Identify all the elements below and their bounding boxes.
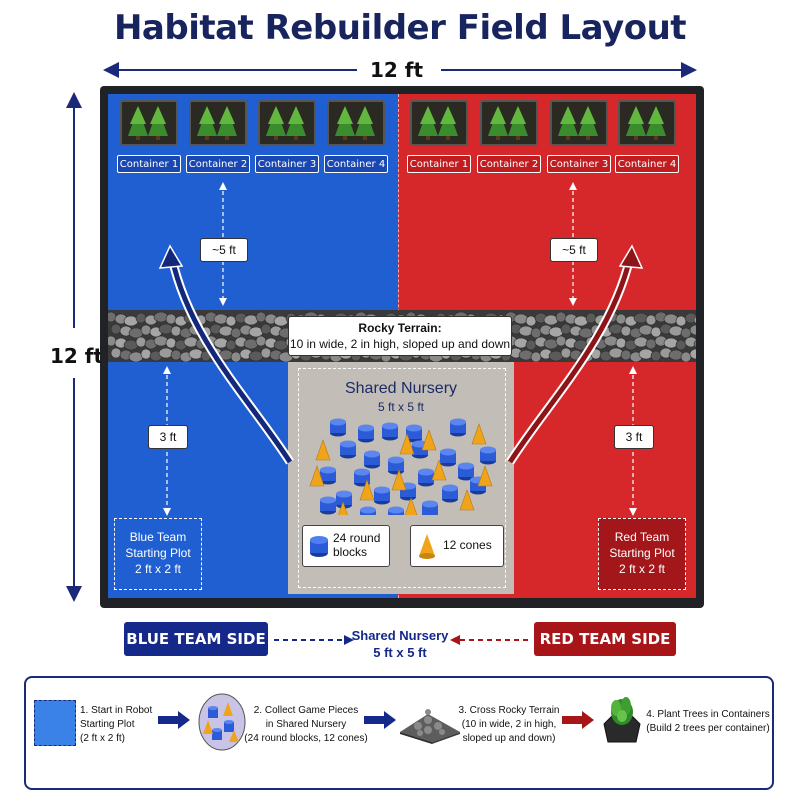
red-container-label-1: Container 1 bbox=[407, 155, 471, 173]
step-2-line2: in Shared Nursery bbox=[265, 719, 347, 730]
step-arrow-2 bbox=[364, 711, 396, 729]
step-arrow-3 bbox=[562, 711, 594, 729]
step-2-line1: 2. Collect Game Pieces bbox=[253, 705, 359, 716]
red-container-3 bbox=[550, 100, 608, 146]
tree-icon bbox=[488, 106, 528, 140]
blue-plot-line1: Blue Team bbox=[129, 530, 187, 544]
step-1-line2: Starting Plot bbox=[80, 719, 135, 730]
step-1: 1. Start in Robot Starting Plot (2 ft x … bbox=[76, 704, 158, 746]
blue-container-4 bbox=[327, 100, 385, 146]
blue-plot-line2: Starting Plot bbox=[125, 546, 191, 560]
rocky-terrain-label: Rocky Terrain: 10 in wide, 2 in high, sl… bbox=[288, 316, 512, 356]
tree-icon bbox=[266, 106, 306, 140]
red-container-4 bbox=[618, 100, 676, 146]
tree-icon bbox=[197, 106, 237, 140]
cone-icon bbox=[419, 534, 435, 559]
blocks-legend-card: 24 round blocks bbox=[302, 525, 390, 567]
nursery-dashed-border bbox=[298, 368, 506, 588]
side-bar-arrows bbox=[274, 635, 530, 645]
cones-label: 12 cones bbox=[443, 538, 492, 552]
blue-container-distance-label: ~5 ft bbox=[200, 238, 248, 262]
blue-terrain-distance-label: 3 ft bbox=[148, 425, 188, 449]
blue-container-3 bbox=[258, 100, 316, 146]
path-overlay bbox=[158, 182, 644, 516]
tree-container-icon bbox=[603, 697, 641, 743]
red-plot-line1: Red Team bbox=[614, 530, 670, 544]
tree-icon bbox=[335, 106, 375, 140]
step-4-line1: 4. Plant Trees in Containers bbox=[646, 709, 770, 720]
step-arrow-1 bbox=[158, 711, 190, 729]
blue-team-side-badge: BLUE TEAM SIDE bbox=[124, 622, 268, 656]
rocky-terrain-detail: 10 in wide, 2 in high, sloped up and dow… bbox=[289, 337, 511, 351]
blue-container-label-1: Container 1 bbox=[117, 155, 181, 173]
game-pieces-icon bbox=[198, 693, 246, 751]
page-title: Habitat Rebuilder Field Layout bbox=[113, 8, 687, 48]
red-container-1 bbox=[410, 100, 468, 146]
game-pieces-cluster bbox=[309, 418, 496, 515]
cones-legend-card: 12 cones bbox=[410, 525, 504, 567]
blue-container-label-2: Container 2 bbox=[186, 155, 250, 173]
rocky-terrain-icon bbox=[400, 709, 460, 744]
tree-icon bbox=[626, 106, 666, 140]
red-team-side-badge: RED TEAM SIDE bbox=[534, 622, 676, 656]
blue-container-1 bbox=[120, 100, 178, 146]
step-3: 3. Cross Rocky Terrain (10 in wide, 2 in… bbox=[458, 704, 560, 746]
red-starting-plot: Red Team Starting Plot 2 ft x 2 ft bbox=[598, 518, 686, 590]
step-4: 4. Plant Trees in Containers (Build 2 tr… bbox=[644, 708, 772, 736]
nursery-title: Shared Nursery bbox=[344, 380, 458, 397]
blue-container-label-3: Container 3 bbox=[255, 155, 319, 173]
red-container-label-4: Container 4 bbox=[615, 155, 679, 173]
blue-plot-line3: 2 ft x 2 ft bbox=[134, 562, 182, 576]
red-terrain-distance-label: 3 ft bbox=[614, 425, 654, 449]
width-dimension-arrow bbox=[103, 62, 697, 78]
step-1-line3: (2 ft x 2 ft) bbox=[80, 733, 126, 744]
step-2: 2. Collect Game Pieces in Shared Nursery… bbox=[244, 704, 368, 746]
tree-icon bbox=[418, 106, 458, 140]
step-4-line2: (Build 2 trees per container) bbox=[646, 723, 770, 734]
step-3-line1: 3. Cross Rocky Terrain bbox=[458, 705, 560, 716]
blue-container-2 bbox=[189, 100, 247, 146]
red-container-label-3: Container 3 bbox=[547, 155, 611, 173]
step-3-line2: (10 in wide, 2 in high, bbox=[461, 719, 557, 730]
red-plot-line3: 2 ft x 2 ft bbox=[618, 562, 666, 576]
tree-icon bbox=[558, 106, 598, 140]
tree-icon bbox=[128, 106, 168, 140]
rocky-terrain-title: Rocky Terrain: bbox=[358, 321, 442, 335]
red-container-2 bbox=[480, 100, 538, 146]
steps-legend bbox=[24, 676, 774, 790]
blue-container-label-4: Container 4 bbox=[324, 155, 388, 173]
blue-starting-plot: Blue Team Starting Plot 2 ft x 2 ft bbox=[114, 518, 202, 590]
blocks-label: 24 round blocks bbox=[333, 531, 381, 559]
step-2-line3: (24 round blocks, 12 cones) bbox=[244, 733, 368, 744]
starting-plot-icon bbox=[34, 700, 76, 746]
side-bar-nursery-size: 5 ft x 5 ft bbox=[373, 645, 427, 660]
round-block-icon bbox=[310, 536, 328, 557]
red-plot-line2: Starting Plot bbox=[609, 546, 675, 560]
step-1-line1: 1. Start in Robot bbox=[80, 705, 153, 716]
red-container-distance-label: ~5 ft bbox=[550, 238, 598, 262]
nursery-size: 5 ft x 5 ft bbox=[377, 400, 425, 414]
red-container-label-2: Container 2 bbox=[477, 155, 541, 173]
width-label: 12 ft bbox=[370, 58, 424, 82]
height-dimension-arrow bbox=[66, 92, 82, 602]
step-3-line3: sloped up and down) bbox=[462, 733, 556, 744]
height-label: 12 ft bbox=[50, 344, 104, 368]
side-bar-nursery-title: Shared Nursery bbox=[351, 628, 449, 643]
